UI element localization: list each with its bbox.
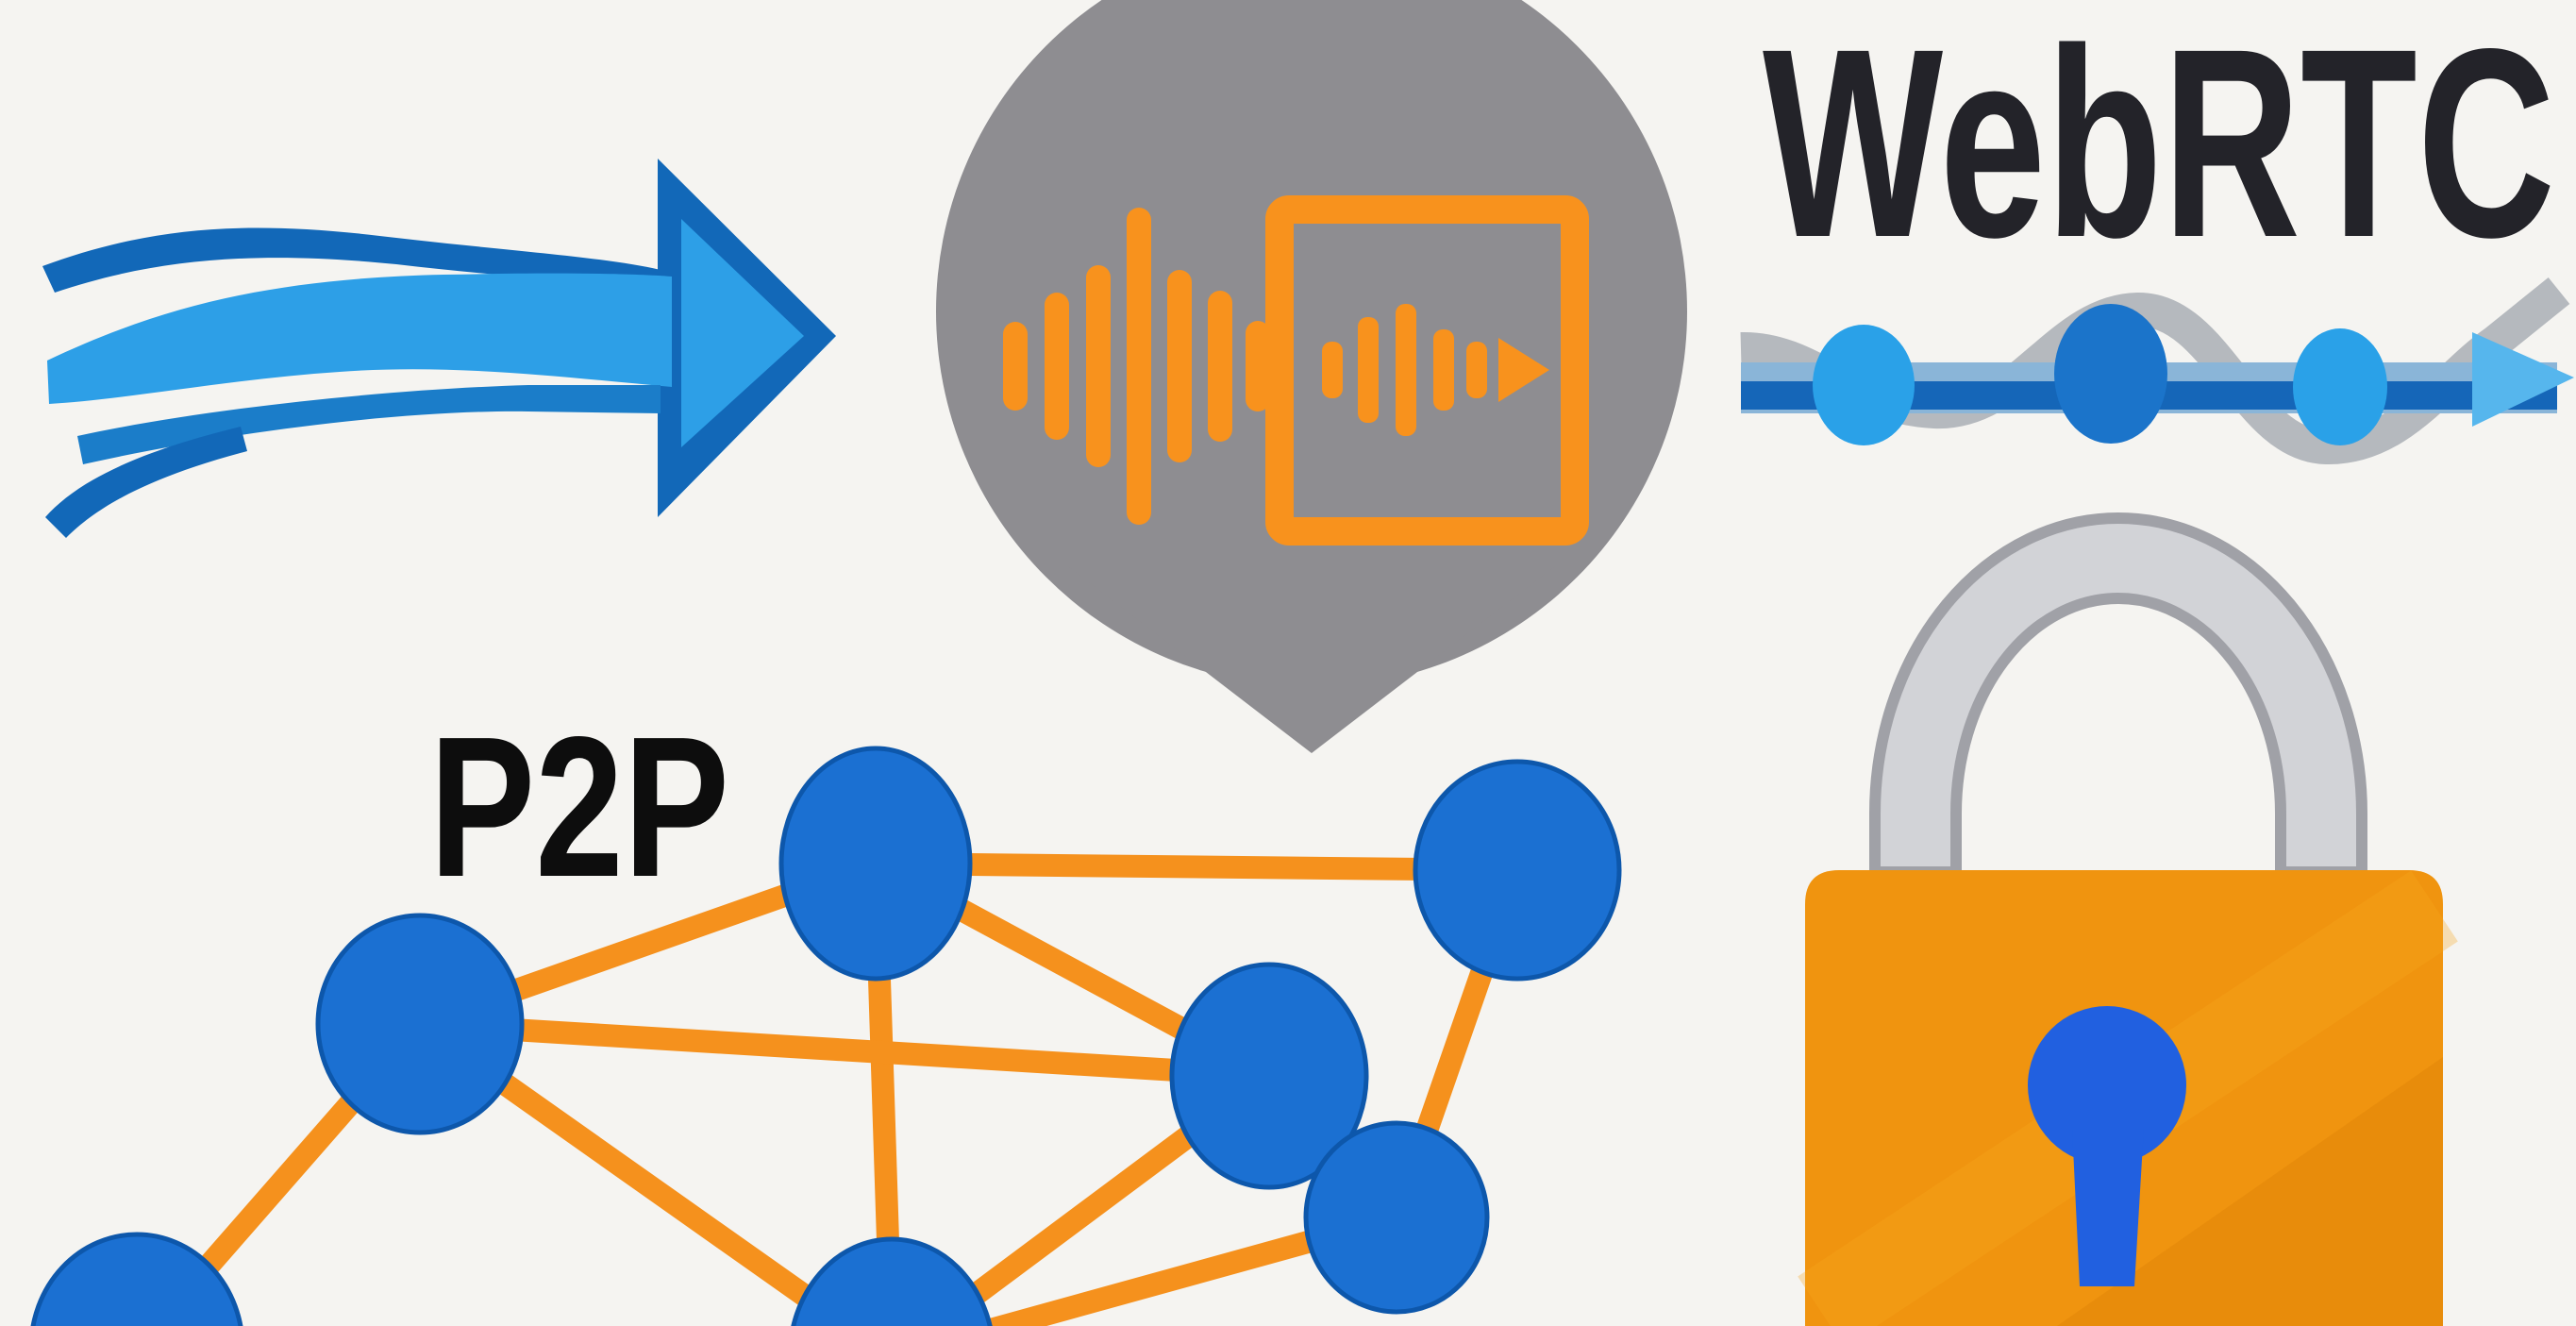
network-node (30, 1232, 243, 1326)
signal-packet-dot (1813, 325, 1915, 445)
audio-codec-icon (936, 0, 1687, 753)
codec-square-frame (1265, 195, 1589, 546)
signal-packet-dot (2054, 304, 2167, 444)
encoded-waveform-bar (1466, 342, 1487, 398)
waveform-bar (1127, 208, 1151, 525)
arrow-top-stripe (42, 227, 661, 294)
network-node (1413, 759, 1622, 982)
signal-packet-dots (1813, 304, 2387, 445)
network-edge (419, 1013, 1270, 1087)
arrow-tail-stripe (45, 427, 247, 538)
network-edge (875, 852, 1518, 881)
encoded-waveform-bar (1433, 329, 1454, 411)
network-node (315, 913, 525, 1135)
waveform-bar (1167, 270, 1192, 462)
codec-circle-tail (1068, 566, 1555, 753)
encoded-waveform-bar (1396, 304, 1416, 436)
encoded-waveform-bar (1358, 317, 1379, 423)
network-node (778, 746, 973, 982)
waveform-bar (1208, 291, 1232, 442)
waveform-bar (1246, 321, 1270, 411)
waveform-bars (1003, 208, 1270, 525)
arrow-main-band (47, 273, 672, 404)
signal-arrow-fade (2472, 332, 2574, 427)
keyhole-circle (2028, 1006, 2186, 1165)
arrow-mid-stripe (77, 385, 661, 464)
waveform-bar (1086, 265, 1111, 467)
keyhole-stem (2072, 1128, 2144, 1286)
padlock-shackle (1869, 512, 2367, 878)
padlock-body-shadow (2057, 1057, 2443, 1326)
arrowhead-face (681, 219, 804, 447)
network-node (1303, 1120, 1490, 1315)
encoded-waveform-bars (1322, 304, 1487, 436)
padlock-icon (1798, 512, 2458, 1326)
network-node (791, 1236, 993, 1326)
codec-circle (936, 0, 1687, 687)
network-node (1169, 962, 1369, 1190)
waveform-bar (1045, 293, 1069, 440)
waveform-bar (1003, 322, 1028, 411)
signal-packet-dot (2293, 328, 2387, 445)
webrtc-title: WebRTC (1763, 0, 2555, 294)
network-nodes (30, 746, 1622, 1326)
play-triangle-icon (1498, 338, 1549, 402)
signaling-line-illustration (1740, 277, 2574, 465)
p2p-label: P2P (429, 695, 729, 918)
encoded-waveform-bar (1322, 342, 1343, 398)
data-flow-arrow-icon (42, 159, 836, 538)
p2p-network-diagram (30, 746, 1622, 1326)
